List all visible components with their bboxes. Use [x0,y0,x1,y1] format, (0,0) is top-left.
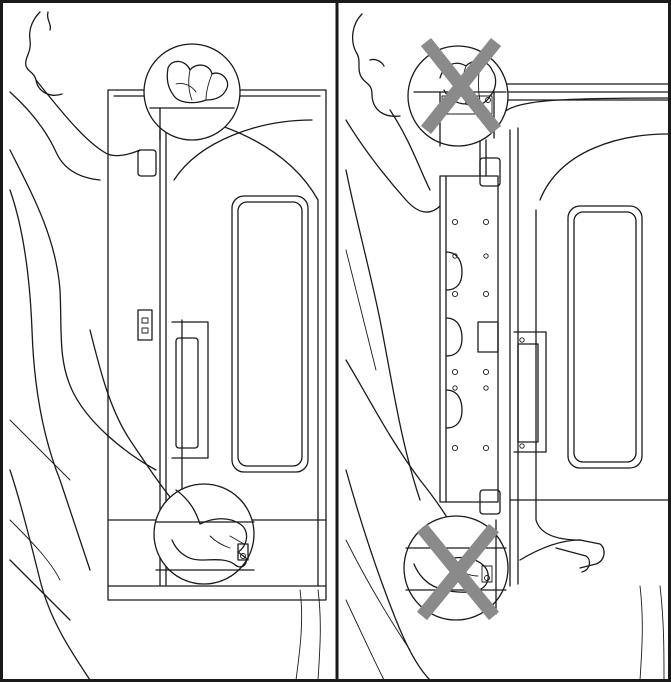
person-left [9,11,191,681]
door-hinge-right [439,139,501,515]
cross-mark-icon [416,523,500,621]
panel-incorrect [345,13,669,681]
zoom-circle-bottom-left [153,483,255,585]
door-left [107,89,327,681]
panel-correct [9,11,327,681]
zoom-circle-top-left [143,43,241,141]
cross-mark-icon [420,37,502,135]
oven-body-right [499,83,669,681]
